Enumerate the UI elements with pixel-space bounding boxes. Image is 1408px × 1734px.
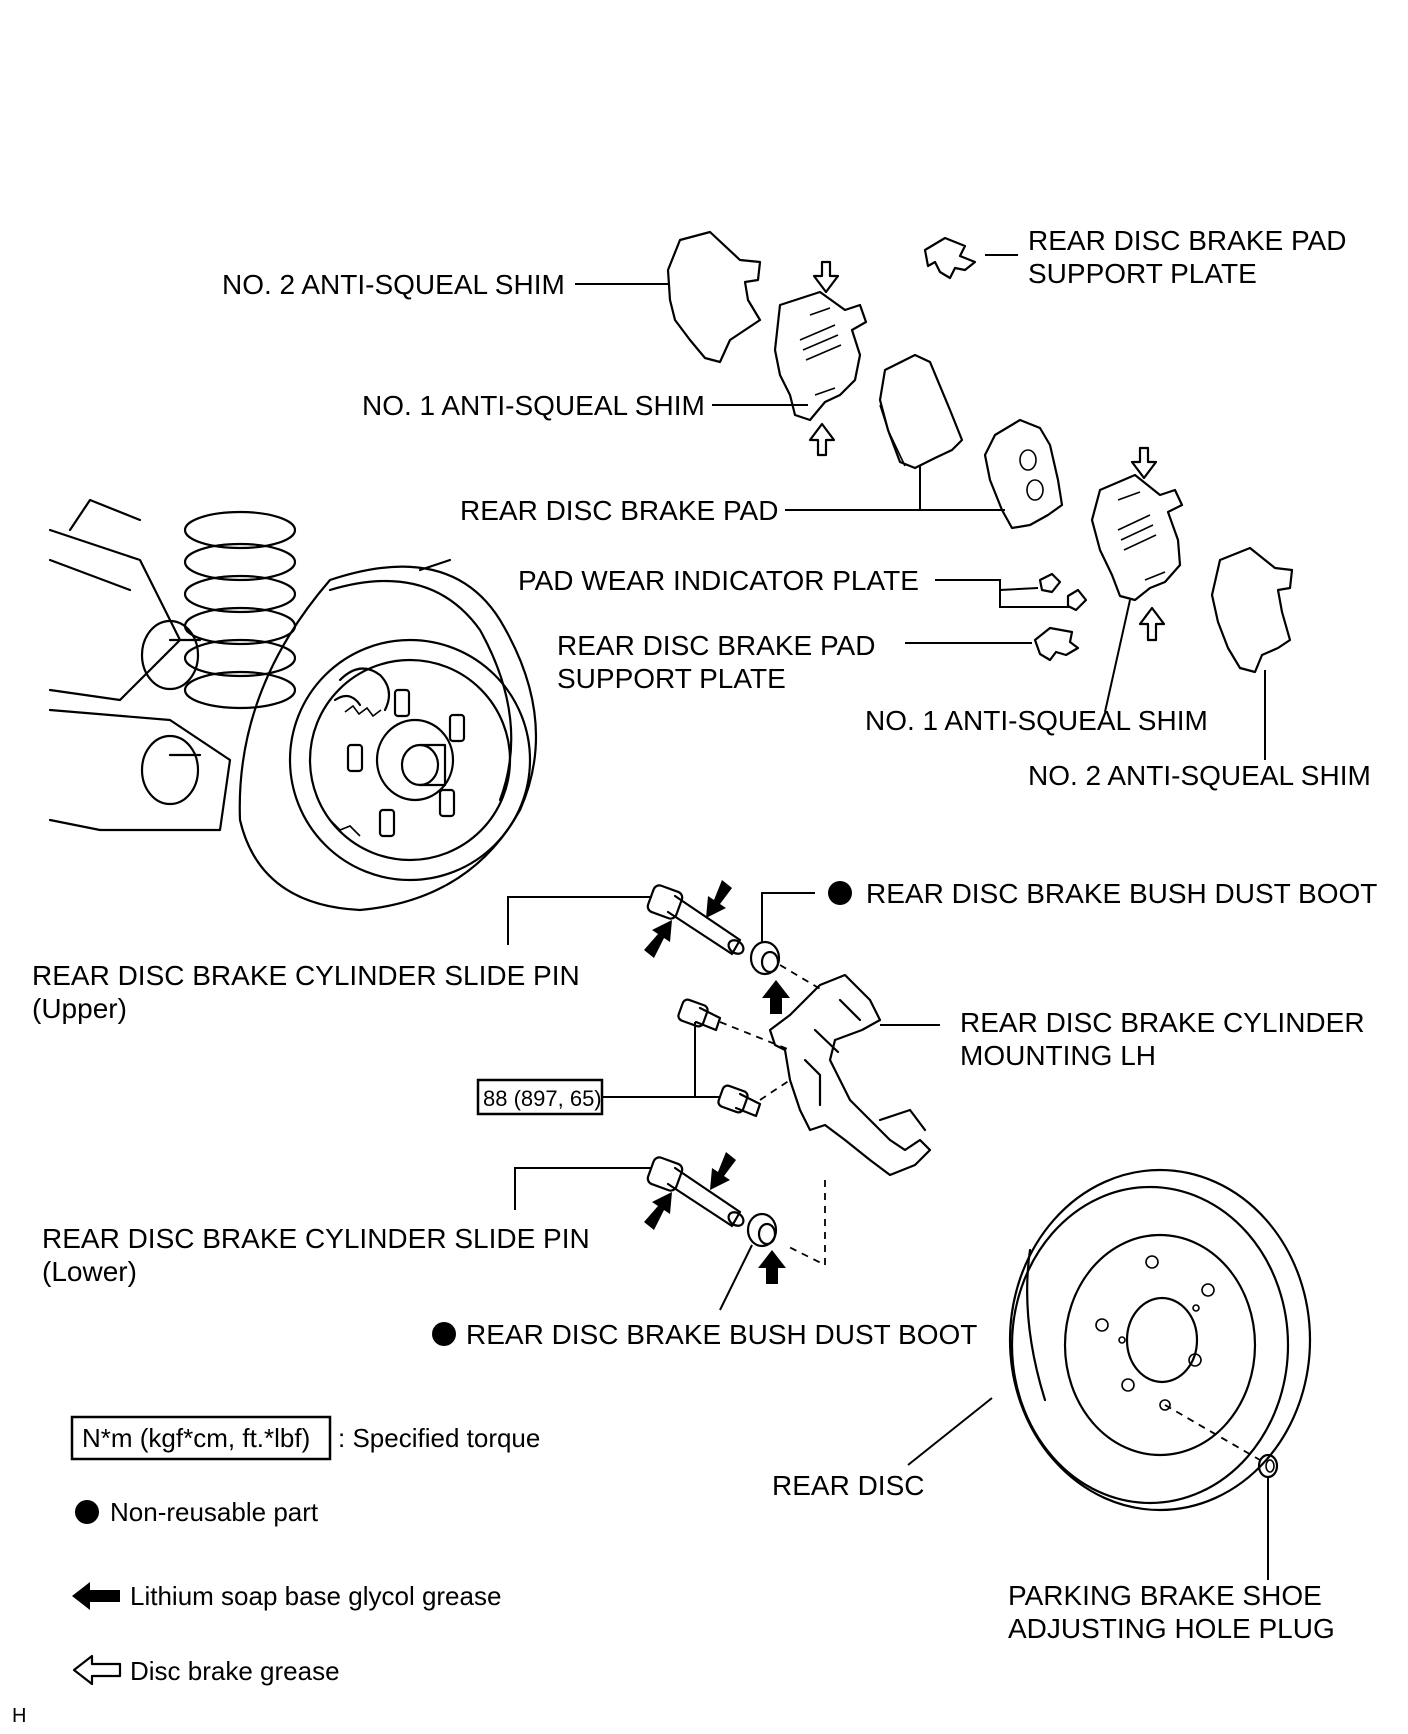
bush-dust-boot-lower [746, 1212, 778, 1248]
wear-indicator-label: PAD WEAR INDICATOR PLATE [518, 565, 919, 596]
hollow-arrow-icon [808, 422, 836, 457]
rear-disc-brake-cylinder-mounting [768, 973, 932, 1177]
filled-arrow-icon [644, 1192, 672, 1230]
legend-torque-box-text: N*m (kgf*cm, ft.*lbf) [82, 1423, 310, 1453]
no2-shim-bottom-label: NO. 2 ANTI-SQUEAL SHIM [1028, 760, 1371, 791]
rear-disc-brake-pad-outer [983, 418, 1064, 530]
legend: N*m (kgf*cm, ft.*lbf) : Specified torque… [70, 1415, 540, 1686]
rear-disc-label: REAR DISC [772, 1470, 924, 1501]
support-plate-mid-label-1: REAR DISC BRAKE PAD [557, 630, 875, 661]
no2-anti-squeal-shim-top [666, 230, 762, 364]
brake-pad-label: REAR DISC BRAKE PAD [460, 495, 778, 526]
bush-boot-upper-label: REAR DISC BRAKE BUSH DUST BOOT [866, 878, 1377, 909]
legend-disc-grease: Disc brake grease [130, 1656, 340, 1686]
hole-plug-label-2: ADJUSTING HOLE PLUG [1008, 1613, 1335, 1644]
pad-wear-indicator-plate [1038, 572, 1088, 612]
coil-spring [183, 510, 297, 710]
slide-pin-lower-label-2: (Lower) [42, 1256, 137, 1287]
hollow-arrow-icon [812, 260, 840, 294]
legend-nonreusable: Non-reusable part [110, 1497, 319, 1527]
mounting-bolt-lower [717, 1084, 762, 1118]
hole-plug-label-1: PARKING BRAKE SHOE [1008, 1580, 1322, 1611]
rear-disc [1008, 1168, 1312, 1512]
no2-shim-top-label: NO. 2 ANTI-SQUEAL SHIM [222, 269, 565, 300]
no1-anti-squeal-shim-top [773, 290, 868, 422]
filled-arrow-icon [762, 980, 790, 1014]
torque-value-box [476, 1078, 604, 1116]
no2-anti-squeal-shim-bottom [1210, 546, 1294, 674]
hollow-arrow-icon [1130, 446, 1158, 480]
filled-circle-icon [828, 881, 852, 905]
corner-mark: H [12, 1705, 26, 1727]
parking-brake-shoe-adjusting-hole-plug [1257, 1453, 1279, 1479]
bush-boot-lower-label: REAR DISC BRAKE BUSH DUST BOOT [466, 1319, 977, 1350]
filled-arrow-icon [758, 1250, 786, 1284]
slide-pin-upper-label-1: REAR DISC BRAKE CYLINDER SLIDE PIN [32, 960, 580, 991]
filled-arrow-icon [706, 880, 732, 918]
legend-lithium: Lithium soap base glycol grease [130, 1581, 501, 1611]
filled-arrow-icon [72, 1582, 120, 1610]
no1-shim-top-label: NO. 1 ANTI-SQUEAL SHIM [362, 390, 705, 421]
hollow-arrow-icon [72, 1654, 122, 1686]
rear-disc-brake-pad [878, 353, 964, 470]
torque-value: 88 (897, 65) [483, 1086, 602, 1111]
no1-anti-squeal-shim-bottom [1090, 473, 1184, 602]
legend-torque-desc: : Specified torque [338, 1423, 540, 1453]
slide-pin-lower-label-1: REAR DISC BRAKE CYLINDER SLIDE PIN [42, 1223, 590, 1254]
hollow-arrow-icon [1138, 606, 1166, 642]
slide-pin-upper [646, 884, 745, 956]
support-plate-top-label-1: REAR DISC BRAKE PAD [1028, 225, 1346, 256]
mounting-label-1: REAR DISC BRAKE CYLINDER [960, 1007, 1365, 1038]
slide-pin-upper-label-2: (Upper) [32, 993, 127, 1024]
filled-circle-icon [75, 1500, 99, 1524]
hub-assembly-illustration [48, 498, 538, 912]
filled-arrow-icon [710, 1152, 736, 1190]
filled-arrow-icon [644, 920, 672, 958]
support-plate-top [923, 236, 977, 280]
support-plate-mid [1033, 626, 1080, 662]
legend-torque-box [70, 1415, 332, 1461]
mounting-bolt-upper [677, 998, 722, 1032]
filled-circle-icon [432, 1322, 456, 1346]
bush-dust-boot-upper [749, 940, 781, 976]
mounting-label-2: MOUNTING LH [960, 1040, 1156, 1071]
support-plate-top-label-2: SUPPORT PLATE [1028, 258, 1257, 289]
no1-shim-bottom-label: NO. 1 ANTI-SQUEAL SHIM [865, 705, 1208, 736]
support-plate-mid-label-2: SUPPORT PLATE [557, 663, 786, 694]
